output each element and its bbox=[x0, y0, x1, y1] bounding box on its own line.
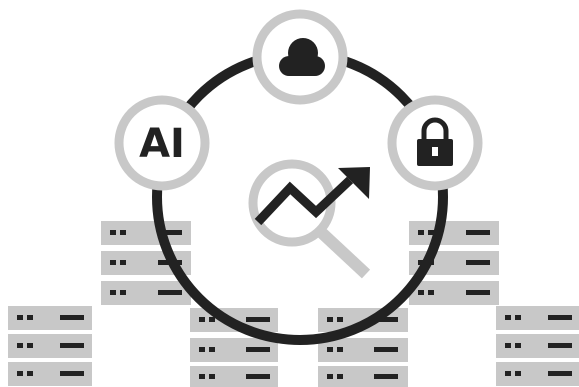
padlock-icon bbox=[417, 117, 453, 166]
server-racks bbox=[8, 221, 579, 387]
server-unit bbox=[190, 338, 278, 362]
cloud-node bbox=[252, 9, 348, 105]
server-unit bbox=[190, 366, 278, 387]
server-stack-right-inner bbox=[409, 221, 499, 305]
server-unit bbox=[8, 362, 92, 386]
server-unit bbox=[8, 306, 92, 330]
server-unit bbox=[101, 281, 191, 305]
server-unit bbox=[496, 306, 579, 330]
server-unit bbox=[409, 281, 499, 305]
server-unit bbox=[101, 221, 191, 245]
magnifier-trend-arrow-icon bbox=[248, 159, 371, 279]
cloud-icon bbox=[279, 38, 325, 76]
server-unit bbox=[496, 362, 579, 386]
server-unit bbox=[8, 334, 92, 358]
server-stack-left-center bbox=[190, 308, 278, 387]
server-stack-left-outer bbox=[8, 306, 92, 386]
server-unit bbox=[409, 221, 499, 245]
server-unit bbox=[496, 334, 579, 358]
server-stack-left-inner bbox=[101, 221, 191, 305]
security-node bbox=[387, 95, 483, 191]
ai-node: AI bbox=[114, 95, 210, 191]
server-stack-right-outer bbox=[496, 306, 579, 386]
ai-label: AI bbox=[139, 121, 185, 167]
server-unit bbox=[318, 366, 408, 387]
server-unit bbox=[318, 338, 408, 362]
